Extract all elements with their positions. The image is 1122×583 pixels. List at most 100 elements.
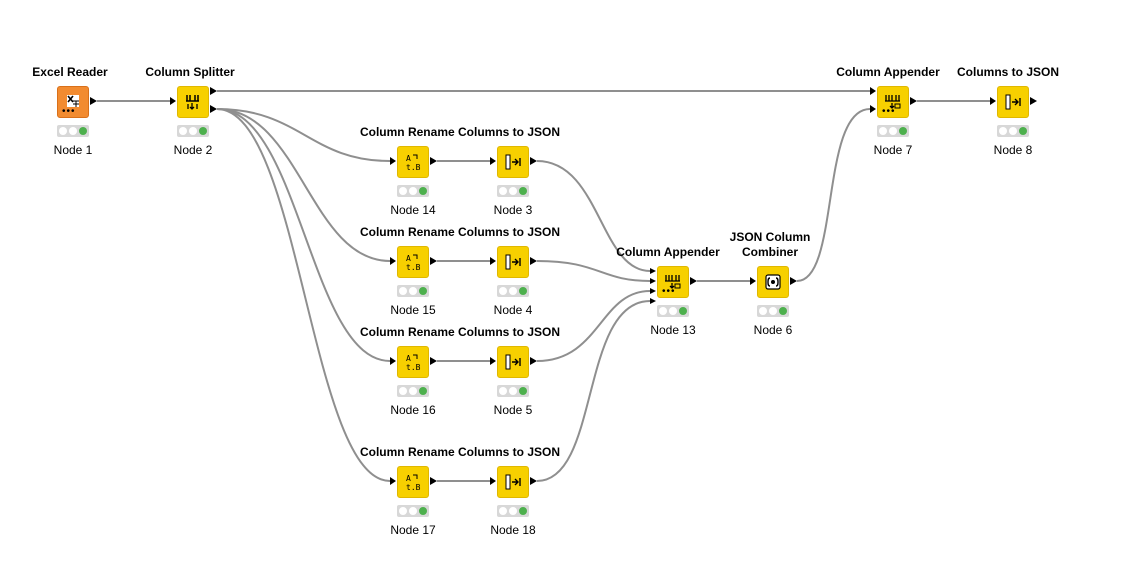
- edge-n18-n13[interactable]: [536, 300, 651, 482]
- out-port[interactable]: [430, 477, 437, 485]
- svg-text:A: A: [406, 474, 411, 483]
- node-label[interactable]: Node 5: [493, 403, 533, 417]
- node-label[interactable]: Node 18: [490, 523, 536, 537]
- node-label[interactable]: Node 13: [650, 323, 696, 337]
- port-layer: [90, 87, 1037, 485]
- out-port[interactable]: [690, 277, 697, 285]
- in-port[interactable]: [490, 257, 496, 265]
- svg-text:t.B: t.B: [406, 163, 421, 172]
- in-port[interactable]: [650, 298, 656, 304]
- svg-text:t.B: t.B: [406, 263, 421, 272]
- node-title: Column Rename: [359, 445, 455, 459]
- in-port[interactable]: [650, 288, 656, 294]
- node-label[interactable]: Node 4: [493, 303, 533, 317]
- columns-to-json-icon[interactable]: [497, 346, 529, 378]
- edge-n2-n15[interactable]: [216, 108, 391, 262]
- node-title: Columns to JSON: [458, 445, 561, 459]
- node-title: Columns to JSON: [458, 125, 561, 139]
- in-port[interactable]: [490, 157, 496, 165]
- columns-to-json-icon[interactable]: [497, 466, 529, 498]
- column-appender-icon[interactable]: •••: [657, 266, 689, 298]
- in-port[interactable]: [390, 357, 396, 365]
- status-traffic-light: [497, 385, 529, 397]
- node-title: Column Rename: [359, 225, 455, 239]
- out-port[interactable]: [530, 477, 537, 485]
- status-traffic-light: [497, 505, 529, 517]
- out-port[interactable]: [790, 277, 797, 285]
- columns-to-json-icon[interactable]: [997, 86, 1029, 118]
- node-label[interactable]: Node 16: [390, 403, 436, 417]
- node-label[interactable]: Node 15: [390, 303, 436, 317]
- edge-n6-n7[interactable]: [796, 108, 871, 282]
- excel-reader-icon[interactable]: •••: [57, 86, 89, 118]
- status-traffic-light: [397, 185, 429, 197]
- out-port[interactable]: [910, 97, 917, 105]
- node-title: Column Appender: [616, 245, 720, 259]
- svg-text:t.B: t.B: [406, 363, 421, 372]
- svg-text:A: A: [406, 154, 411, 163]
- edge-n2-n16[interactable]: [216, 108, 391, 362]
- in-port[interactable]: [990, 97, 996, 105]
- node-label[interactable]: Node 7: [873, 143, 913, 157]
- node-label[interactable]: Node 8: [993, 143, 1033, 157]
- out-port[interactable]: [1030, 97, 1037, 105]
- out-port[interactable]: [530, 257, 537, 265]
- status-traffic-light: [657, 305, 689, 317]
- status-traffic-light: [397, 385, 429, 397]
- in-port[interactable]: [490, 477, 496, 485]
- status-traffic-light: [177, 125, 209, 137]
- in-port[interactable]: [650, 268, 656, 274]
- status-traffic-light: [997, 125, 1029, 137]
- in-port[interactable]: [170, 97, 176, 105]
- in-port[interactable]: [490, 357, 496, 365]
- status-traffic-light: [497, 185, 529, 197]
- column-appender-icon[interactable]: •••: [877, 86, 909, 118]
- node-label[interactable]: Node 14: [390, 203, 436, 217]
- node-title: Column Appender: [836, 65, 940, 79]
- in-port[interactable]: [870, 105, 876, 113]
- columns-to-json-icon[interactable]: [497, 246, 529, 278]
- in-port[interactable]: [390, 477, 396, 485]
- column-splitter-icon[interactable]: [177, 86, 209, 118]
- node-title: Column Rename: [359, 125, 455, 139]
- node-label[interactable]: Node 2: [173, 143, 213, 157]
- status-traffic-light: [57, 125, 89, 137]
- edge-n4-n13[interactable]: [536, 260, 651, 282]
- node-title: Excel Reader: [32, 65, 108, 79]
- out-port[interactable]: [210, 105, 217, 113]
- node-label[interactable]: Node 17: [390, 523, 436, 537]
- svg-text:A: A: [406, 354, 411, 363]
- node-label[interactable]: Node 1: [53, 143, 93, 157]
- node-title: Column Rename: [359, 325, 455, 339]
- out-port[interactable]: [430, 157, 437, 165]
- out-port[interactable]: [430, 357, 437, 365]
- status-traffic-light: [497, 285, 529, 297]
- edge-n5-n13[interactable]: [536, 290, 651, 362]
- in-port[interactable]: [650, 278, 656, 284]
- in-port[interactable]: [390, 257, 396, 265]
- node-title: Columns to JSON: [458, 325, 561, 339]
- status-traffic-light: [757, 305, 789, 317]
- in-port[interactable]: [750, 277, 756, 285]
- in-port[interactable]: [390, 157, 396, 165]
- edge-n2-n14[interactable]: [216, 108, 391, 162]
- status-traffic-light: [877, 125, 909, 137]
- out-port[interactable]: [210, 87, 217, 95]
- in-port[interactable]: [870, 87, 876, 95]
- out-port[interactable]: [90, 97, 97, 105]
- edge-n3-n13[interactable]: [536, 160, 651, 272]
- node-label[interactable]: Node 3: [493, 203, 533, 217]
- out-port[interactable]: [430, 257, 437, 265]
- json-column-combiner-icon[interactable]: [757, 266, 789, 298]
- edge-n2-n17[interactable]: [216, 108, 391, 482]
- columns-to-json-icon[interactable]: [497, 146, 529, 178]
- row-title: Column Rename Columns to JSON: [360, 445, 560, 460]
- out-port[interactable]: [530, 357, 537, 365]
- out-port[interactable]: [530, 157, 537, 165]
- node-label[interactable]: Node 6: [753, 323, 793, 337]
